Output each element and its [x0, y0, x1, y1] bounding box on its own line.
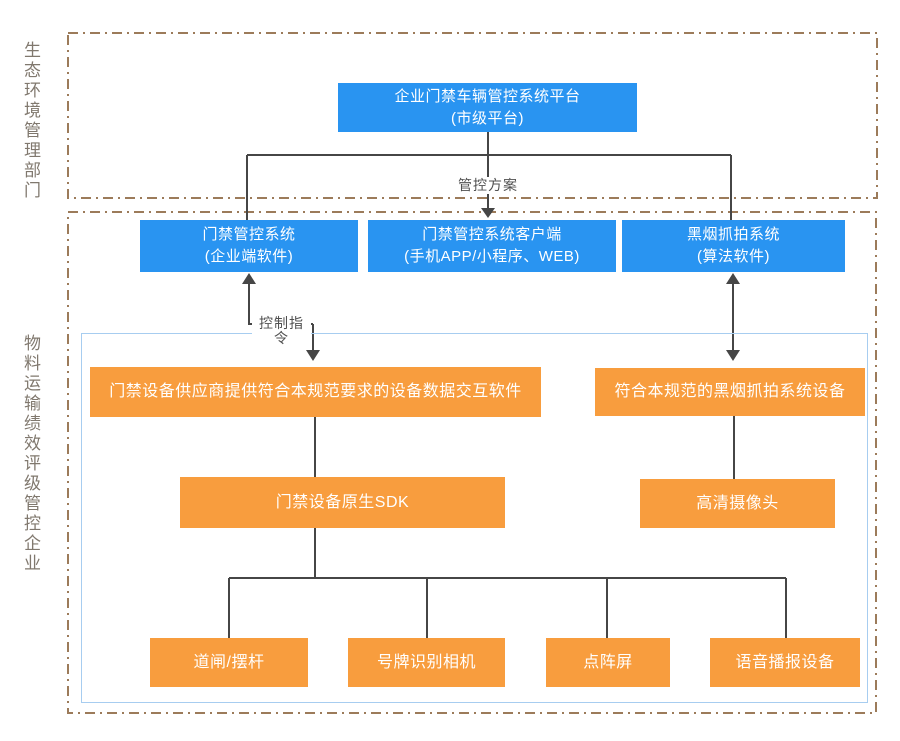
node-smoke-system-line2: (算法软件): [697, 248, 770, 265]
side-label-eco-department: 生态环境管理部门: [21, 41, 40, 201]
node-access-system-line1: 门禁管控系统: [202, 226, 296, 244]
device-layer-container: [81, 333, 868, 703]
node-barrier-gate-label: 道闸/摆杆: [193, 653, 265, 671]
node-device-software-label: 门禁设备供应商提供符合本规范要求的设备数据交互软件: [109, 383, 522, 401]
node-city-platform-line2: (市级平台): [451, 109, 524, 127]
node-access-system-line2: (企业端软件): [204, 248, 294, 265]
node-voice-broadcast: 语音播报设备: [710, 638, 860, 687]
arrowhead-up-access-system: [242, 273, 256, 284]
node-client-line2: (手机APP/小程序、WEB): [404, 248, 580, 265]
node-plate-camera: 号牌识别相机: [348, 638, 505, 687]
node-city-platform: 企业门禁车辆管控系统平台 (市级平台): [338, 83, 637, 132]
arrowhead-down-smoke-device: [726, 350, 740, 361]
node-access-system: 门禁管控系统 (企业端软件): [140, 220, 358, 272]
node-client: 门禁管控系统客户端 (手机APP/小程序、WEB): [368, 220, 616, 272]
edge-label-control-plan: 管控方案: [450, 177, 526, 195]
node-dot-matrix-screen-label: 点阵屏: [583, 653, 633, 671]
node-hd-camera-label: 高清摄像头: [696, 494, 779, 512]
arrowhead-down-client: [481, 208, 495, 218]
node-sdk: 门禁设备原生SDK: [180, 477, 505, 528]
node-smoke-device-label: 符合本规范的黑烟抓拍系统设备: [614, 383, 846, 401]
node-voice-broadcast-label: 语音播报设备: [735, 653, 835, 671]
node-dot-matrix-screen: 点阵屏: [546, 638, 670, 687]
node-smoke-device: 符合本规范的黑烟抓拍系统设备: [595, 368, 865, 416]
node-smoke-system: 黑烟抓拍系统 (算法软件): [622, 220, 845, 272]
node-city-platform-line1: 企业门禁车辆管控系统平台: [394, 87, 581, 105]
node-smoke-system-line1: 黑烟抓拍系统: [686, 226, 780, 244]
node-hd-camera: 高清摄像头: [640, 479, 835, 528]
arrowhead-up-smoke-system: [726, 273, 740, 284]
arrowhead-down-device-software: [306, 350, 320, 361]
bottom-dashed-zone: [67, 211, 877, 714]
node-device-software: 门禁设备供应商提供符合本规范要求的设备数据交互软件: [90, 367, 541, 417]
edge-label-control-command: 控制指令: [252, 315, 311, 348]
node-plate-camera-label: 号牌识别相机: [376, 653, 476, 671]
node-barrier-gate: 道闸/摆杆: [150, 638, 308, 687]
top-dashed-zone: [67, 32, 878, 199]
side-label-enterprise: 物料运输绩效评级管控企业: [21, 334, 40, 574]
node-client-line1: 门禁管控系统客户端: [422, 226, 562, 244]
node-sdk-label: 门禁设备原生SDK: [275, 493, 410, 511]
